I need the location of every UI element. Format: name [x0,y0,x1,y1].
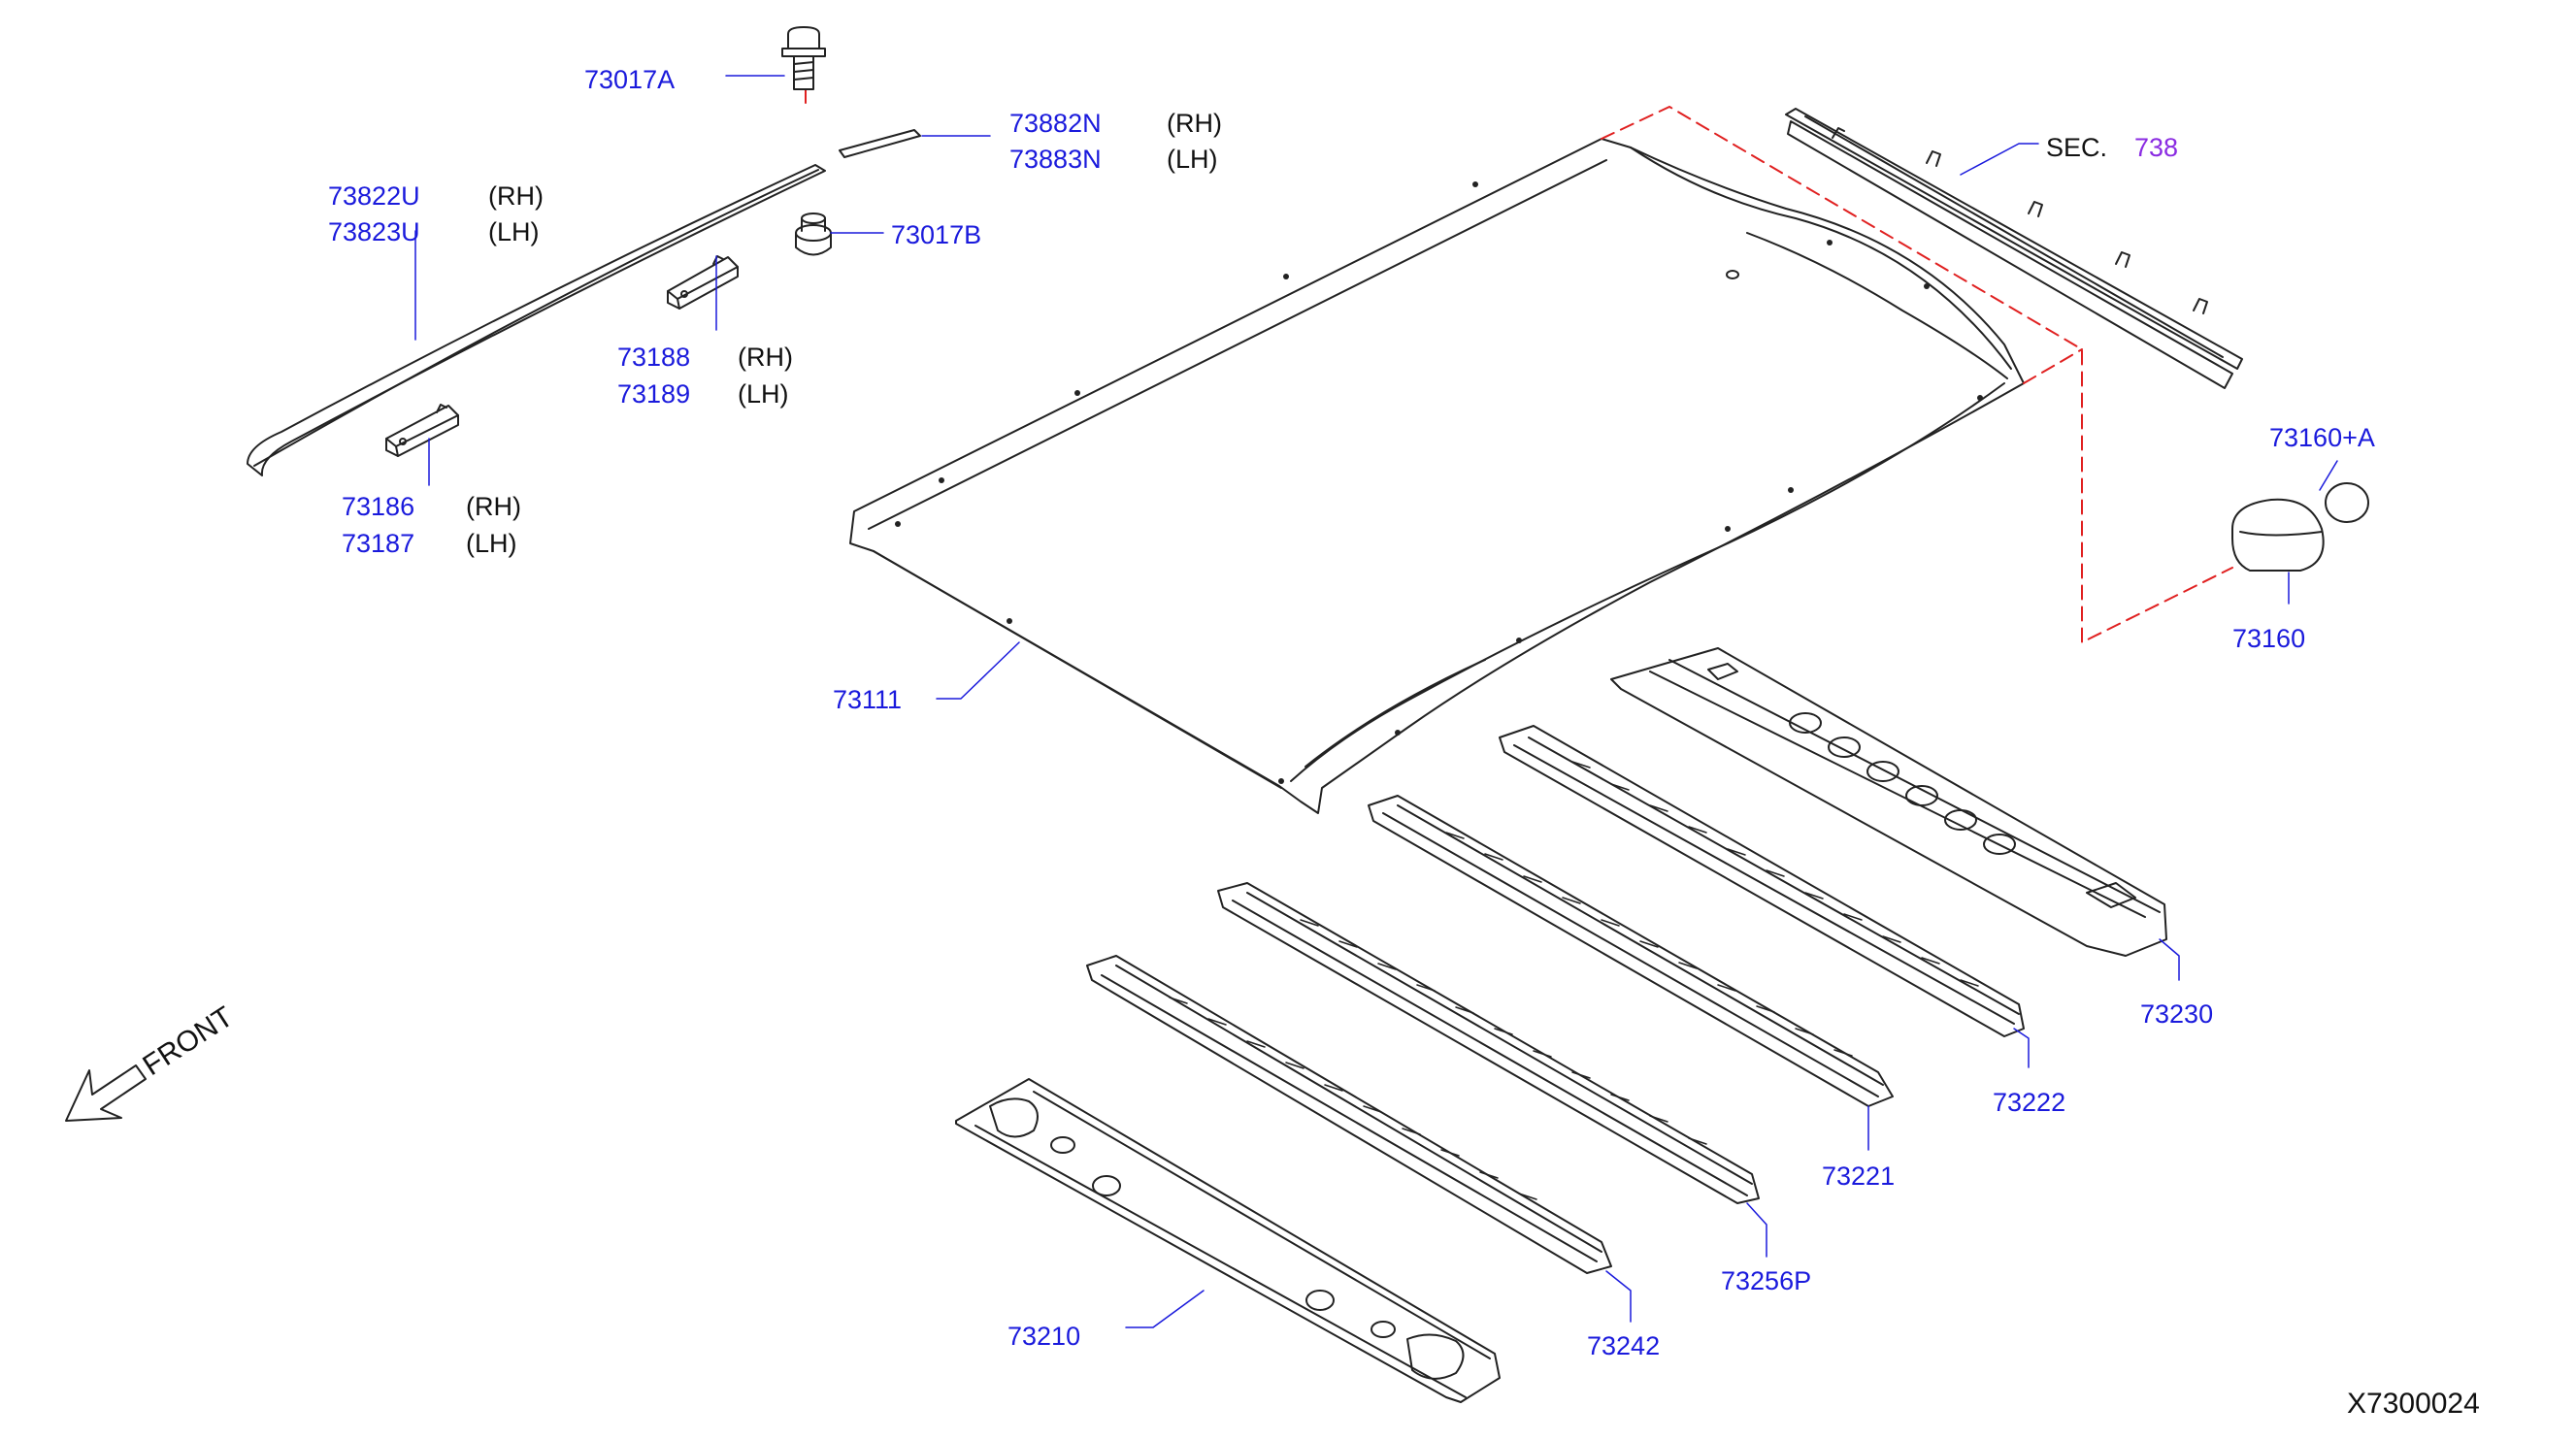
label-73822u-side: (RH) [488,181,544,211]
label-73189-side: (LH) [738,379,789,409]
label-73822u: 73822U [328,181,420,211]
roof-bow-73222 [1499,725,2025,1037]
label-73187-side: (LH) [466,529,517,558]
label-73230: 73230 [2140,999,2214,1029]
clip-73188 [667,255,739,310]
label-73160: 73160 [2232,624,2306,653]
label-73221: 73221 [1822,1162,1896,1191]
label-73823u: 73823U [328,217,420,246]
front-arrow-icon [65,1064,147,1122]
section-ref-prefix: SEC. [2046,133,2108,162]
pad-73160a [2325,482,2369,523]
roof-bow-73242 [1086,955,1612,1274]
drawing-number: X7300024 [2347,1388,2480,1420]
clip-73186 [385,404,459,457]
label-73210: 73210 [1007,1322,1081,1351]
label-73188: 73188 [617,343,691,372]
label-73189: 73189 [617,379,691,409]
rear-header-73210 [955,1078,1501,1403]
label-73222: 73222 [1993,1088,2066,1117]
label-73160a: 73160+A [2269,423,2375,452]
leader-lines [414,75,2338,1328]
sec-738-rail [1785,108,2243,389]
roof-bow-73256p [1217,882,1760,1204]
roof-panel [849,138,2025,814]
roof-rail-73822u [247,164,826,476]
label-73111: 73111 [833,685,903,714]
molding-73882n [839,129,921,158]
label-73017a: 73017A [584,65,676,94]
label-73823u-side: (LH) [488,217,540,246]
nut-73017b [795,213,832,256]
label-73186-side: (RH) [466,492,521,521]
label-73188-side: (RH) [738,343,793,372]
pad-73160 [2231,498,2325,572]
label-73882n-side: (RH) [1167,109,1222,138]
label-73186: 73186 [342,492,415,521]
label-73242: 73242 [1587,1331,1661,1360]
hidden-lines [805,88,2233,643]
label-73883n-side: (LH) [1167,145,1218,174]
label-73882n: 73882N [1009,109,1102,138]
roof-bow-73230 [1610,647,2167,957]
label-73187: 73187 [342,529,415,558]
bolt-73017a [781,26,826,90]
roof-bow-73221 [1368,795,1894,1107]
label-73256p: 73256P [1721,1266,1812,1295]
label-73017b: 73017B [891,220,982,249]
section-ref-number: 738 [2134,133,2179,162]
label-73883n: 73883N [1009,145,1102,174]
